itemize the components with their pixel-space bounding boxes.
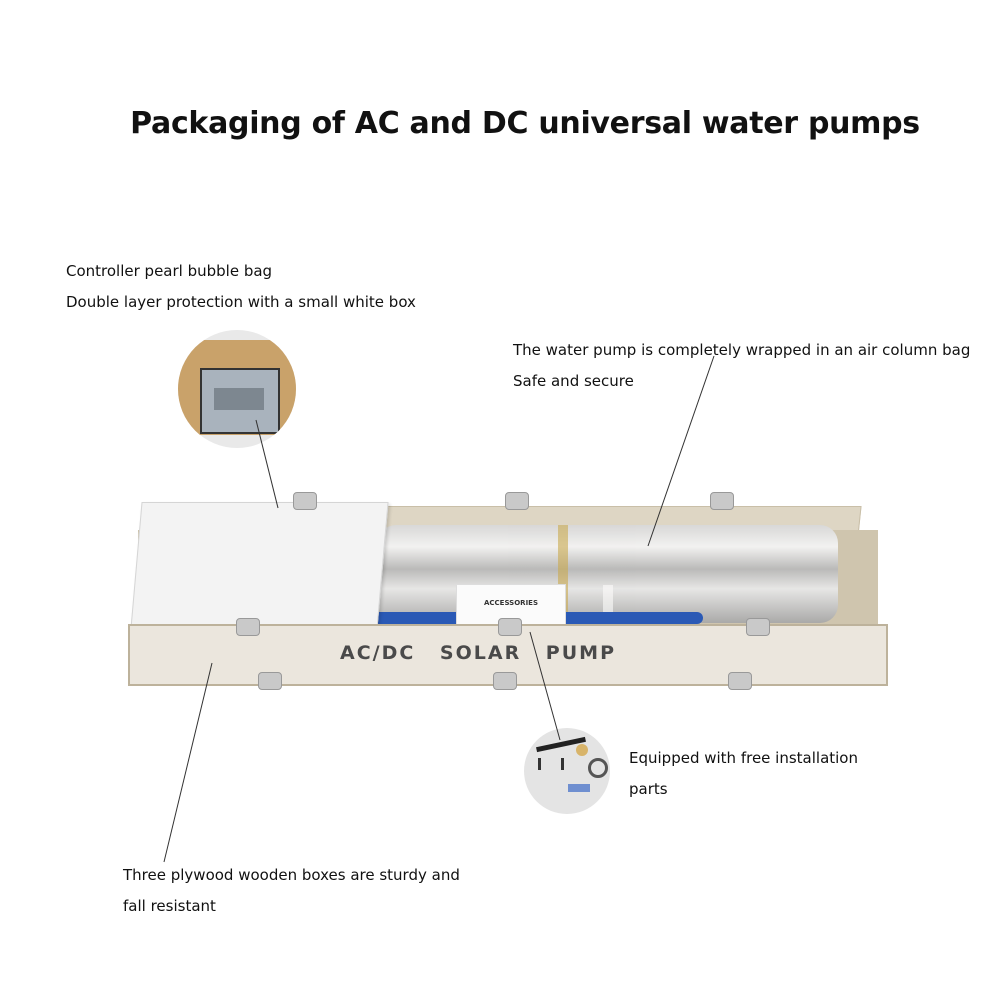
page-title: Packaging of AC and DC universal water p… bbox=[130, 106, 920, 141]
accessories-caption-line2: parts bbox=[629, 780, 668, 798]
controller-device bbox=[200, 368, 280, 434]
crate-clip bbox=[498, 618, 522, 636]
pump-band bbox=[558, 525, 568, 623]
controller-caption-line2: Double layer protection with a small whi… bbox=[66, 293, 416, 311]
pump-caption: The water pump is completely wrapped in … bbox=[513, 335, 970, 397]
accessory-connectors bbox=[568, 784, 590, 792]
crate-caption-line1: Three plywood wooden boxes are sturdy an… bbox=[123, 866, 460, 884]
crate-clip bbox=[293, 492, 317, 510]
accessories-photo bbox=[524, 728, 610, 814]
crate-clip bbox=[710, 492, 734, 510]
controller-caption: Controller pearl bubble bag Double layer… bbox=[66, 256, 416, 318]
crate-clip bbox=[728, 672, 752, 690]
pump-caption-line1: The water pump is completely wrapped in … bbox=[513, 341, 971, 359]
crate-caption-line2: fall resistant bbox=[123, 897, 216, 915]
wrapped-pump bbox=[378, 525, 838, 655]
crate-clip bbox=[236, 618, 260, 636]
controller-caption-line1: Controller pearl bubble bag bbox=[66, 262, 273, 280]
accessory-nut bbox=[576, 744, 588, 756]
accessories-caption-line1: Equipped with free installation bbox=[629, 749, 858, 767]
controller-box-photo bbox=[178, 330, 296, 448]
accessory-clamps bbox=[538, 758, 564, 770]
crate-clip bbox=[493, 672, 517, 690]
accessories-caption: Equipped with free installation parts bbox=[629, 743, 858, 805]
wooden-crate: ACCESSORIES AC/DC SOLAR PUMP bbox=[128, 492, 888, 690]
crate-clip bbox=[258, 672, 282, 690]
crate-label: AC/DC SOLAR PUMP bbox=[340, 642, 616, 664]
crate-caption: Three plywood wooden boxes are sturdy an… bbox=[123, 860, 460, 922]
controller-screen bbox=[214, 388, 264, 410]
accessory-ring bbox=[588, 758, 608, 778]
crate-clip bbox=[505, 492, 529, 510]
pump-caption-line2: Safe and secure bbox=[513, 372, 634, 390]
crate-clip bbox=[746, 618, 770, 636]
leader-line-crate bbox=[163, 662, 213, 863]
white-controller-box bbox=[130, 502, 389, 629]
